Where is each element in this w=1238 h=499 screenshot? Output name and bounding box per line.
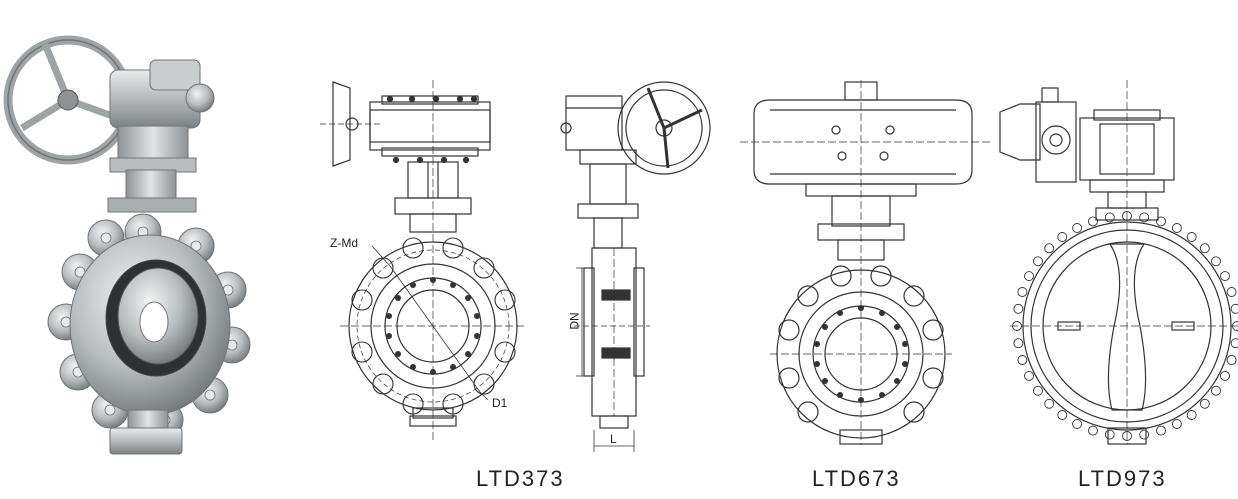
flange-bolt [1034, 386, 1043, 395]
dim-dn-label: DN [568, 312, 582, 329]
flange-bolt [1073, 420, 1082, 429]
flange-bolt [1089, 217, 1098, 226]
flange-bolt [1157, 217, 1166, 226]
flange-bolt [1172, 224, 1181, 233]
flange-bolt [1045, 399, 1054, 408]
flange-bolt [1212, 257, 1221, 266]
valve-photo [8, 40, 250, 454]
flange-bolt [1227, 288, 1236, 297]
flange-bolt [1231, 304, 1238, 313]
model-caption-ltd373: LTD373 [476, 466, 565, 492]
flange-bolt [1058, 411, 1067, 420]
flange-bolt [1045, 244, 1054, 253]
flange-bolt [1221, 371, 1230, 380]
dim-l-label: L [610, 432, 617, 446]
drawing-ltd373-front [320, 80, 526, 440]
flange-bolt [1231, 339, 1238, 348]
flange-bolt [1172, 420, 1181, 429]
dim-d1-label: D1 [492, 396, 507, 410]
dim-zmd-label: Z-Md [330, 236, 358, 250]
drawing-ltd673 [740, 80, 990, 445]
flange-bolt [1212, 386, 1221, 395]
flange-bolt [1089, 426, 1098, 435]
model-caption-ltd973: LTD973 [1078, 466, 1167, 492]
flange-bolt [1018, 356, 1027, 365]
flange-bolt [1157, 426, 1166, 435]
drawing-ltd373-side [561, 82, 710, 452]
drawing-ltd973 [1000, 80, 1238, 445]
flange-bolt [1105, 430, 1114, 439]
flange-bolt [1187, 233, 1196, 242]
flange-bolt [1058, 233, 1067, 242]
model-caption-ltd673: LTD673 [812, 466, 901, 492]
flange-bolt [1014, 339, 1023, 348]
flange-bolt [1187, 411, 1196, 420]
flange-bolt [1200, 244, 1209, 253]
flange-bolt [1034, 257, 1043, 266]
flange-bolt [1018, 288, 1027, 297]
flange-bolt [1140, 430, 1149, 439]
flange-bolt [1073, 224, 1082, 233]
flange-bolt [1221, 272, 1230, 281]
flange-bolt [1227, 356, 1236, 365]
flange-bolt [1025, 272, 1034, 281]
flange-bolt [1014, 304, 1023, 313]
flange-bolt [1025, 371, 1034, 380]
flange-bolt [1200, 399, 1209, 408]
